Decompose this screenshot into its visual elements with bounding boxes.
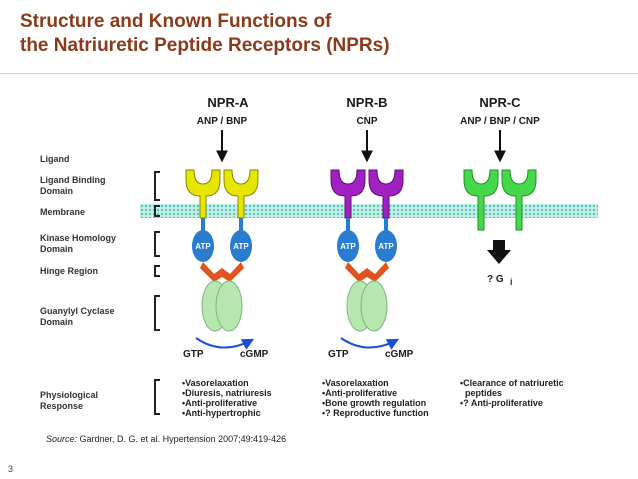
npr-a-hinge <box>200 262 244 282</box>
npr-a-receptor: ATP ATP GTP cGMP <box>183 169 269 360</box>
row-brackets <box>154 171 160 415</box>
label-binding-2: Domain <box>40 186 73 196</box>
npr-b-atp-left: ATP <box>340 242 356 251</box>
npr-c-binding-left <box>463 169 499 231</box>
row-labels: Ligand Ligand Binding Domain Membrane Ki… <box>40 154 116 411</box>
npr-a-response-2: •Diuresis, natriuresis <box>182 388 272 398</box>
npr-b-hinge <box>345 262 389 282</box>
page-number: 3 <box>8 464 14 474</box>
npr-a-response-3: •Anti-proliferative <box>182 398 257 408</box>
label-membrane: Membrane <box>40 207 85 217</box>
npr-c-response-1: •Clearance of natriuretic <box>460 378 564 388</box>
responses-npr-b: •Vasorelaxation •Anti-proliferative •Bon… <box>322 378 429 418</box>
npr-a-name: NPR-A <box>207 95 249 110</box>
npr-a-gtp-arrow <box>195 337 255 350</box>
npr-a-ligands: ANP / BNP <box>197 116 248 127</box>
slide-title: Structure and Known Functions of the Nat… <box>20 10 620 58</box>
npr-a-binding-right <box>223 169 259 219</box>
npr-c-ligands: ANP / BNP / CNP <box>460 116 540 127</box>
title-line-2: the Natriuretic Peptide Receptors (NPRs) <box>20 35 390 56</box>
label-kinase-2: Domain <box>40 244 73 254</box>
label-cyclase-1: Guanylyl Cyclase <box>40 306 115 316</box>
title-divider <box>0 73 638 74</box>
npr-c-gi-sub: i <box>510 277 513 287</box>
receptor-headers: NPR-A ANP / BNP NPR-B CNP NPR-C ANP / BN… <box>197 95 540 127</box>
title-line-1: Structure and Known Functions of <box>20 11 332 32</box>
npr-b-binding-left <box>330 169 366 219</box>
npr-a-atp-left: ATP <box>195 242 211 251</box>
npr-c-signal-arrow <box>487 240 511 264</box>
label-hinge: Hinge Region <box>40 266 98 276</box>
npr-a-atp-right: ATP <box>233 242 249 251</box>
npr-c-binding-right <box>501 169 537 231</box>
npr-b-cyclase-right <box>360 280 388 332</box>
npr-a-response-4: •Anti-hypertrophic <box>182 408 261 418</box>
npr-a-gtp: GTP <box>183 349 204 360</box>
source-text: Gardner, D. G. et al. Hypertension 2007;… <box>77 434 287 444</box>
npr-a-response-1: •Vasorelaxation <box>182 378 249 388</box>
label-binding-1: Ligand Binding <box>40 175 106 185</box>
npr-c-response-3: •? Anti-proliferative <box>460 398 543 408</box>
npr-a-cyclase-right <box>215 280 243 332</box>
npr-b-gtp: GTP <box>328 349 349 360</box>
npr-b-kinase-left <box>337 230 359 262</box>
npr-c-response-2: peptides <box>460 388 502 398</box>
npr-b-response-2: •Anti-proliferative <box>322 388 397 398</box>
membrane-band <box>140 204 598 218</box>
npr-c-receptor: ? G i <box>463 169 537 287</box>
npr-b-response-4: •? Reproductive function <box>322 408 429 418</box>
label-physio-1: Physiological <box>40 390 98 400</box>
responses-npr-c: •Clearance of natriuretic peptides •? An… <box>460 378 564 408</box>
npr-a-kinase-right <box>230 230 252 262</box>
label-physio-2: Response <box>40 401 83 411</box>
npr-b-binding-right <box>368 169 404 219</box>
npr-b-receptor: ATP ATP GTP cGMP <box>328 169 414 360</box>
npr-b-cgmp: cGMP <box>385 349 414 360</box>
npr-b-name: NPR-B <box>346 95 387 110</box>
npr-a-kinase-left <box>192 230 214 262</box>
npr-a-cgmp: cGMP <box>240 349 269 360</box>
npr-c-gi: ? G <box>487 274 504 285</box>
label-kinase-1: Kinase Homology <box>40 233 116 243</box>
source-citation: Source: Gardner, D. G. et al. Hypertensi… <box>46 434 286 444</box>
npr-a-binding-left <box>185 169 221 219</box>
npr-c-name: NPR-C <box>479 95 521 110</box>
npr-b-ligands: CNP <box>356 116 377 127</box>
ligand-arrows <box>216 130 506 163</box>
source-label: Source: <box>46 434 78 444</box>
npr-b-kinase-right <box>375 230 397 262</box>
npr-b-response-3: •Bone growth regulation <box>322 398 426 408</box>
responses-npr-a: •Vasorelaxation •Diuresis, natriuresis •… <box>182 378 272 418</box>
npr-b-response-1: •Vasorelaxation <box>322 378 389 388</box>
npr-b-gtp-arrow <box>340 337 400 350</box>
npr-b-atp-right: ATP <box>378 242 394 251</box>
label-cyclase-2: Domain <box>40 317 73 327</box>
label-ligand: Ligand <box>40 154 70 164</box>
